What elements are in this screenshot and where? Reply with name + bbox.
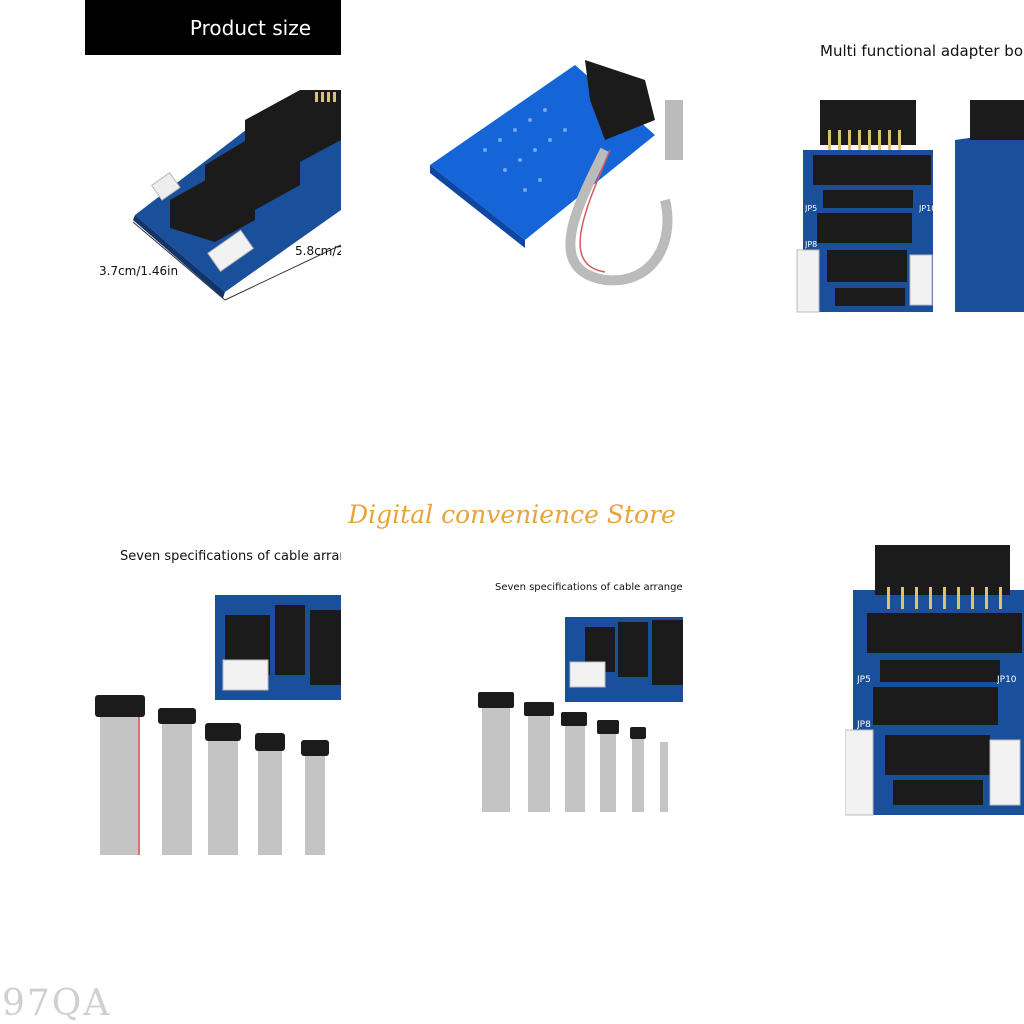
adapter-closeup-image: JP5 JP10 JP8 — [845, 545, 1024, 820]
adapter-board-image: JP5 JP10 JP8 — [795, 100, 1024, 315]
jp8-label: JP8 — [805, 240, 818, 249]
jp10-label: JP10 — [919, 204, 937, 213]
jp5-label: JP5 — [805, 204, 818, 213]
board-with-cable-image — [425, 40, 683, 300]
adapter-board-title: Multi functional adapter bo — [820, 42, 1024, 60]
product-size-title: Product size — [85, 0, 341, 55]
cable-set-image-2 — [470, 612, 683, 812]
jp10-label-closeup: JP10 — [997, 675, 1017, 685]
watermark: 97QA — [2, 983, 112, 1024]
cable-spec-title-2: Seven specifications of cable arrangem — [495, 582, 683, 593]
product-size-image: 3.7cm/1.46in 5.8cm/2 — [85, 60, 341, 310]
dimension-width-label: 3.7cm/1.46in — [99, 264, 179, 278]
cable-set-image-1 — [95, 590, 341, 855]
store-name: Digital convenience Store — [348, 500, 676, 529]
cable-spec-title-1: Seven specifications of cable arran — [120, 549, 341, 564]
dimension-length-label: 5.8cm/2 — [295, 244, 341, 258]
jp5-label-closeup: JP5 — [857, 675, 871, 685]
jp8-label-closeup: JP8 — [857, 720, 871, 730]
